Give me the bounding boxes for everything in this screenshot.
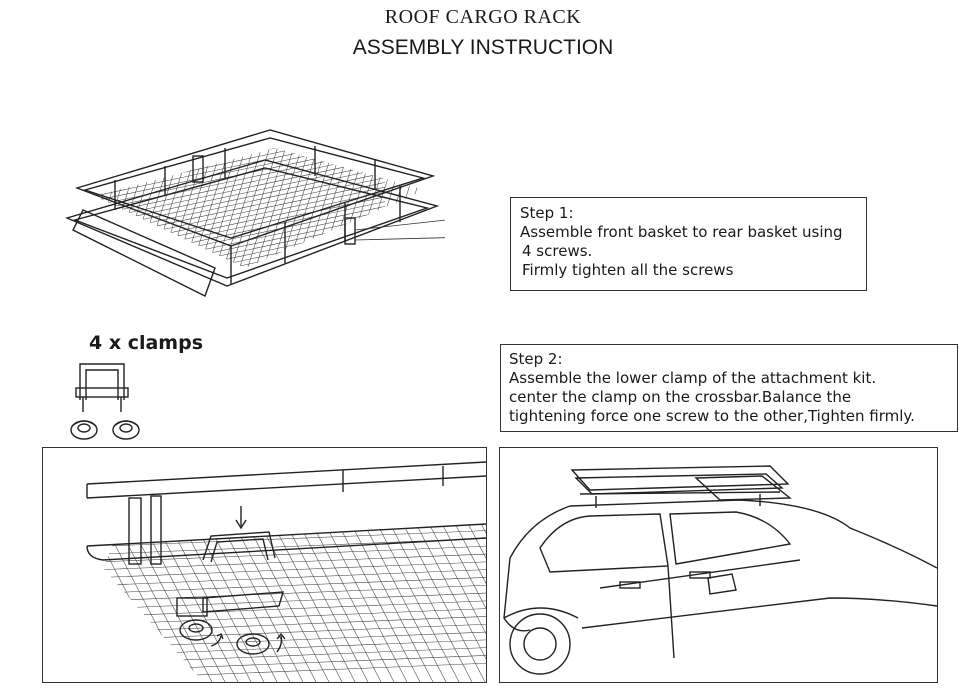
step-2-heading: Step 2: — [509, 350, 563, 368]
clamp-hardware-icon — [70, 363, 140, 440]
step-1-line-3: Firmly tighten all the screws — [522, 261, 734, 279]
step-1-box: Step 1: Assemble front basket to rear ba… — [510, 197, 867, 291]
clamp-knob-left — [70, 420, 98, 440]
step-2-line-2: center the clamp on the crossbar.Balance… — [509, 388, 852, 406]
clamp-detail-illustration — [86, 461, 486, 682]
clamps-label: 4 x clamps — [89, 332, 204, 354]
rack-mesh-floor — [95, 148, 425, 268]
step-1-line-1: Assemble front basket to rear basket usi… — [520, 223, 843, 241]
detail-knob-left — [179, 619, 224, 647]
clamp-knob-right — [112, 420, 140, 440]
car-with-rack-illustration — [503, 465, 937, 675]
step-2-line-1: Assemble the lower clamp of the attachme… — [509, 369, 877, 387]
car-mounted-panel — [499, 447, 938, 683]
detail-mesh-floor — [103, 524, 486, 682]
step-2-box: Step 2: Assemble the lower clamp of the … — [500, 344, 958, 432]
cargo-rack-illustration — [64, 129, 445, 297]
step-2-line-3: tightening force one screw to the other,… — [509, 407, 915, 425]
clamp-detail-panel — [42, 447, 487, 683]
joint-bracket-front — [192, 155, 204, 183]
document-subtitle: ASSEMBLY INSTRUCTION — [352, 36, 614, 59]
joint-bracket-rear — [344, 217, 356, 245]
detail-knob-right — [236, 632, 286, 655]
step-1-line-2: 4 screws. — [522, 242, 593, 260]
step-1-heading: Step 1: — [520, 204, 574, 222]
document-title: ROOF CARGO RACK — [384, 6, 582, 28]
